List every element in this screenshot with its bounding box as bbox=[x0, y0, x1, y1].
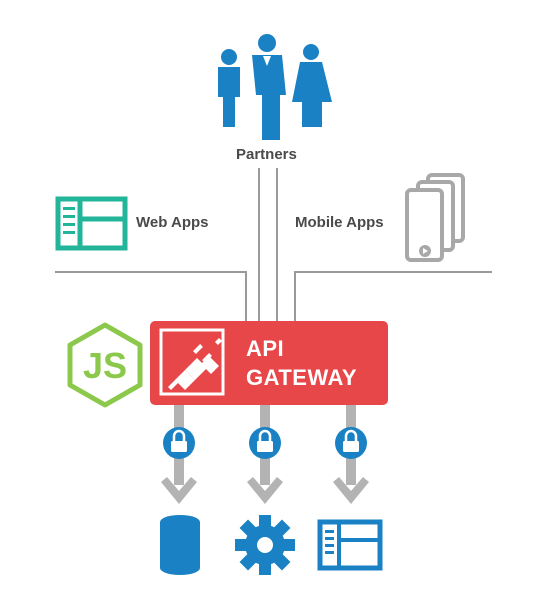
api-gateway-box bbox=[150, 321, 388, 405]
gateway-title-line2: GATEWAY bbox=[246, 365, 358, 390]
gateway-title-line1: API bbox=[246, 336, 285, 361]
plug-icon bbox=[168, 338, 222, 390]
lock-icon bbox=[335, 427, 367, 459]
people-icon bbox=[218, 34, 332, 140]
lock-icon bbox=[163, 427, 195, 459]
play-button-icon bbox=[419, 245, 431, 257]
gear-icon bbox=[235, 515, 295, 575]
partners-connector bbox=[258, 168, 278, 322]
mobile-apps-connector bbox=[294, 271, 492, 322]
browser-window-icon bbox=[317, 519, 383, 571]
browser-window-list-icon bbox=[63, 207, 75, 234]
gateway-title: API GATEWAY bbox=[246, 334, 357, 392]
mobile-devices-icon bbox=[405, 173, 465, 262]
mobile-apps-label: Mobile Apps bbox=[295, 214, 384, 231]
nodejs-logo: JS bbox=[67, 322, 143, 408]
web-apps-label: Web Apps bbox=[136, 214, 209, 231]
browser-window-icon bbox=[55, 196, 128, 251]
svg-text:JS: JS bbox=[83, 345, 127, 386]
partners-label: Partners bbox=[236, 146, 297, 163]
web-apps-connector bbox=[55, 271, 247, 322]
database-icon bbox=[160, 515, 200, 575]
lock-icon bbox=[249, 427, 281, 459]
